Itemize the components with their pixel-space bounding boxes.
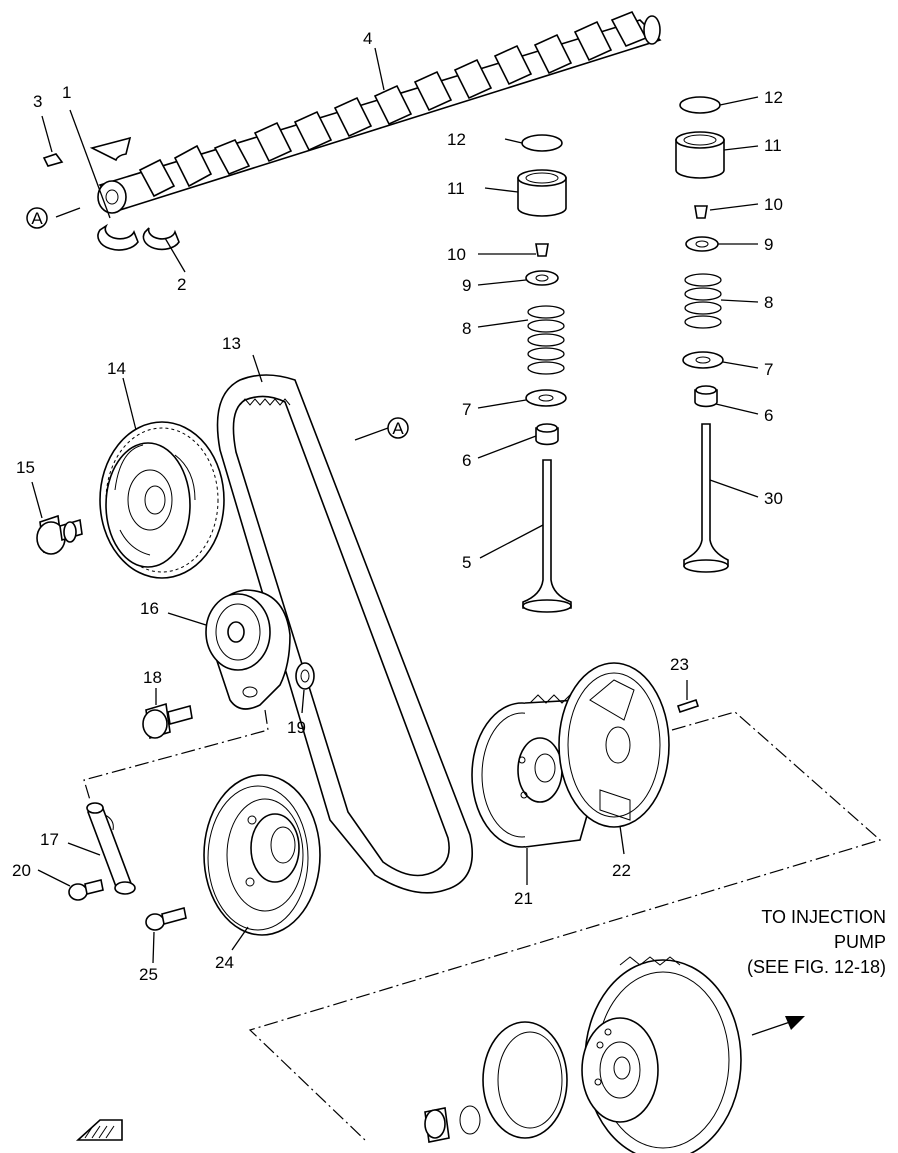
belt-tensioner	[205, 589, 291, 710]
part-label-23: 23	[670, 655, 689, 674]
part-label-9b: 9	[764, 235, 773, 254]
valve-stack-right	[675, 96, 729, 573]
pulley-bolt	[145, 907, 187, 931]
injection-pump-nut	[424, 1107, 450, 1143]
part-label-5: 5	[462, 553, 471, 572]
timing-belt	[216, 374, 474, 894]
part-label-2: 2	[177, 275, 186, 294]
dowel-pin	[676, 698, 700, 714]
bearing-shells	[42, 136, 180, 251]
direction-arrow-icon	[751, 1016, 805, 1036]
part-label-7a: 7	[462, 400, 471, 419]
part-label-13: 13	[222, 334, 241, 353]
tensioner-plunger	[86, 802, 136, 895]
part-label-17: 17	[40, 830, 59, 849]
part-label-15: 15	[16, 458, 35, 477]
part-label-24: 24	[215, 953, 234, 972]
engine-block-fragment	[75, 1119, 123, 1141]
part-label-19: 19	[287, 718, 306, 737]
plunger-bolt	[68, 879, 104, 901]
washer	[295, 662, 315, 690]
part-label-14: 14	[107, 359, 126, 378]
part-label-10a: 10	[447, 245, 466, 264]
marker-label: A	[31, 209, 43, 228]
part-label-11b: 11	[764, 136, 782, 155]
note-line-2: PUMP	[834, 932, 886, 952]
valve-stack-left	[517, 134, 572, 613]
part-label-20: 20	[12, 861, 31, 880]
marker-label: A	[392, 419, 404, 438]
injection-pump-note: TO INJECTION PUMP (SEE FIG. 12-18)	[747, 907, 886, 977]
part-label-6b: 6	[764, 406, 773, 425]
sensor-plate	[558, 662, 670, 828]
part-label-30: 30	[764, 489, 783, 508]
part-label-1: 1	[62, 83, 71, 102]
part-label-8b: 8	[764, 293, 773, 312]
crankshaft-pulley	[203, 774, 321, 936]
part-label-10b: 10	[764, 195, 783, 214]
part-label-22: 22	[612, 861, 631, 880]
part-label-8a: 8	[462, 319, 471, 338]
part-label-25: 25	[139, 965, 158, 984]
reference-marker-a-left: A	[26, 207, 48, 229]
injection-pump-plate	[482, 1021, 568, 1139]
part-label-7b: 7	[764, 360, 773, 379]
sprocket-bolt	[36, 514, 83, 555]
note-line-1: TO INJECTION	[761, 907, 886, 927]
part-label-6a: 6	[462, 451, 471, 470]
camshaft-sprocket	[99, 421, 225, 579]
part-label-12a: 12	[447, 130, 466, 149]
injection-pump-sprocket	[581, 956, 742, 1153]
part-label-16: 16	[140, 599, 159, 618]
camshaft	[97, 10, 662, 214]
part-label-11a: 11	[447, 179, 465, 198]
part-label-4: 4	[363, 29, 372, 48]
part-label-3: 3	[33, 92, 42, 111]
note-line-3: (SEE FIG. 12-18)	[747, 957, 886, 977]
reference-marker-a-right: A	[387, 417, 409, 439]
part-label-21: 21	[514, 889, 533, 908]
part-label-12b: 12	[764, 88, 783, 107]
part-label-9a: 9	[462, 276, 471, 295]
injection-pump-seal	[459, 1105, 481, 1135]
tensioner-bolt	[142, 702, 193, 740]
part-label-18: 18	[143, 668, 162, 687]
part-labels: 1 2 3 4 5 6 6 7 7 8 8 9 9 10 10 11 11 12…	[12, 29, 783, 984]
